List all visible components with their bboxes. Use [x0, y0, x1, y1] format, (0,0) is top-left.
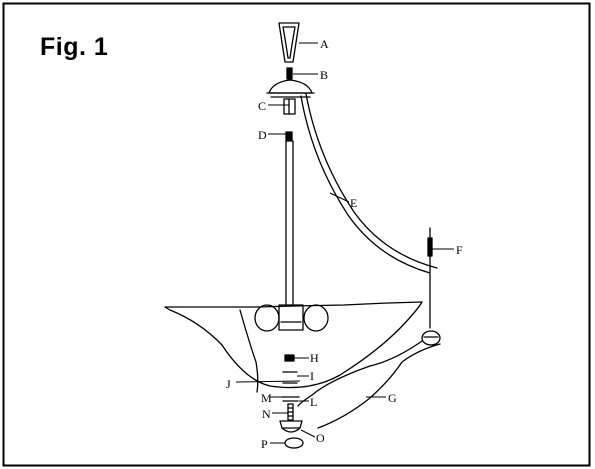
- part-g-arm-upper: [297, 340, 423, 407]
- label-n: N: [262, 407, 271, 421]
- center-body: [278, 304, 304, 331]
- part-f-clip: [427, 237, 433, 257]
- label-j: J: [226, 377, 231, 391]
- part-o-cap: [279, 420, 303, 429]
- label-i: I: [310, 369, 314, 383]
- part-d-nipple: [285, 131, 293, 142]
- part-a-finial-inner: [282, 26, 296, 59]
- part-h-nut: [284, 354, 295, 362]
- part-a-finial: [278, 22, 300, 63]
- part-o-cap-bottom: [281, 427, 301, 433]
- label-b: B: [320, 68, 328, 82]
- part-p-ball: [284, 437, 304, 449]
- label-a: A: [320, 37, 329, 51]
- label-l: L: [310, 395, 317, 409]
- label-o: O: [316, 431, 325, 445]
- left-socket-cup: [254, 304, 280, 332]
- right-socket-cup: [303, 304, 329, 332]
- figure-title: Fig. 1: [40, 33, 109, 61]
- leader-e: [329, 192, 350, 203]
- label-d: D: [258, 128, 267, 142]
- bowl-outline: [164, 301, 423, 389]
- part-f-knob: [421, 330, 441, 346]
- leader-o: [300, 429, 316, 438]
- label-h: H: [310, 351, 319, 365]
- part-g-arm-lower: [317, 343, 441, 429]
- label-p: P: [261, 437, 268, 451]
- part-e-arm: [300, 95, 431, 274]
- bowl-shade-line: [239, 309, 259, 393]
- label-m: M: [261, 391, 272, 405]
- label-g: G: [388, 391, 397, 405]
- part-e-arm-edge: [305, 93, 438, 269]
- leader-j: [235, 380, 301, 383]
- part-b-nipple: [286, 67, 293, 80]
- label-e: E: [350, 196, 357, 210]
- label-f: F: [456, 243, 463, 257]
- label-c: C: [258, 99, 266, 113]
- canopy: [268, 79, 313, 94]
